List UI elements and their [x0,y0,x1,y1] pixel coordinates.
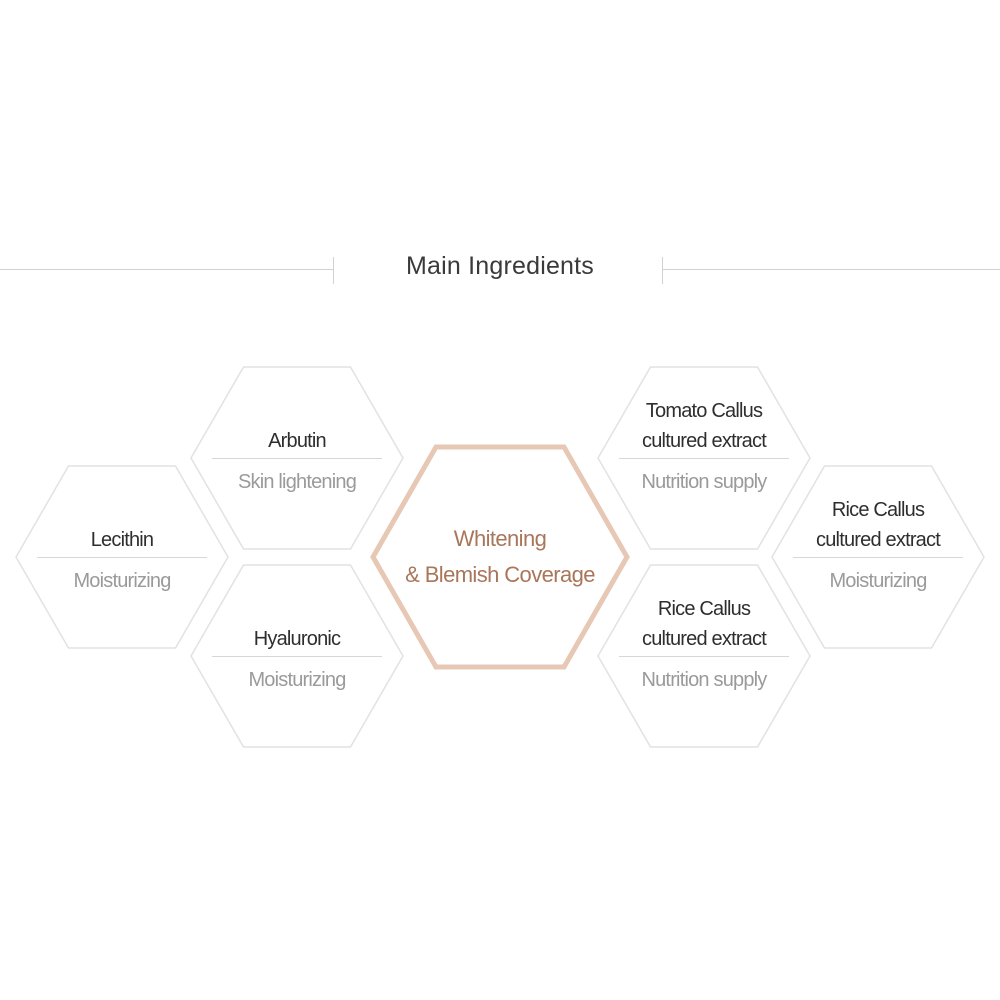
ingredient-name: Lecithin [90,529,154,551]
ingredient-divider [619,656,789,657]
ingredient-divider [212,458,382,459]
ingredient-benefit: Nutrition supply [641,669,767,691]
ingredient-benefit: Moisturizing [248,669,346,691]
ingredient-hex-arbutin: Arbutin Skin lightening [190,366,404,550]
ingredient-divider [37,557,207,558]
ingredient-name: Rice Callus cultured extract [642,598,767,650]
ingredient-divider [212,656,382,657]
center-label: Whitening & Blemish Coverage [405,526,595,587]
ingredient-hex-rice-callus-right: Rice Callus cultured extract Moisturizin… [771,465,985,649]
ingredient-benefit: Nutrition supply [641,471,767,493]
ingredient-name: Hyaluronic [253,628,341,650]
center-hex-whitening: Whitening & Blemish Coverage [370,444,630,670]
ingredient-benefit: Moisturizing [829,570,927,592]
ingredient-benefit: Moisturizing [73,570,171,592]
ingredient-benefit: Skin lightening [237,471,357,493]
center-hexagon-outline [370,444,630,670]
ingredient-name: Rice Callus cultured extract [816,499,941,551]
ingredient-hex-tomato-callus: Tomato Callus cultured extract Nutrition… [597,366,811,550]
ingredient-hex-rice-callus-bottom: Rice Callus cultured extract Nutrition s… [597,564,811,748]
title-rule-left [0,269,333,270]
title-tick-right [662,257,663,284]
title-rule-right [662,269,1000,270]
ingredient-hex-hyaluronic: Hyaluronic Moisturizing [190,564,404,748]
ingredient-name: Tomato Callus cultured extract [642,400,767,452]
ingredient-hex-lecithin: Lecithin Moisturizing [15,465,229,649]
ingredient-divider [619,458,789,459]
page-title: Main Ingredients [405,252,595,280]
ingredient-name: Arbutin [268,430,327,452]
title-tick-left [333,257,334,284]
ingredient-divider [793,557,963,558]
